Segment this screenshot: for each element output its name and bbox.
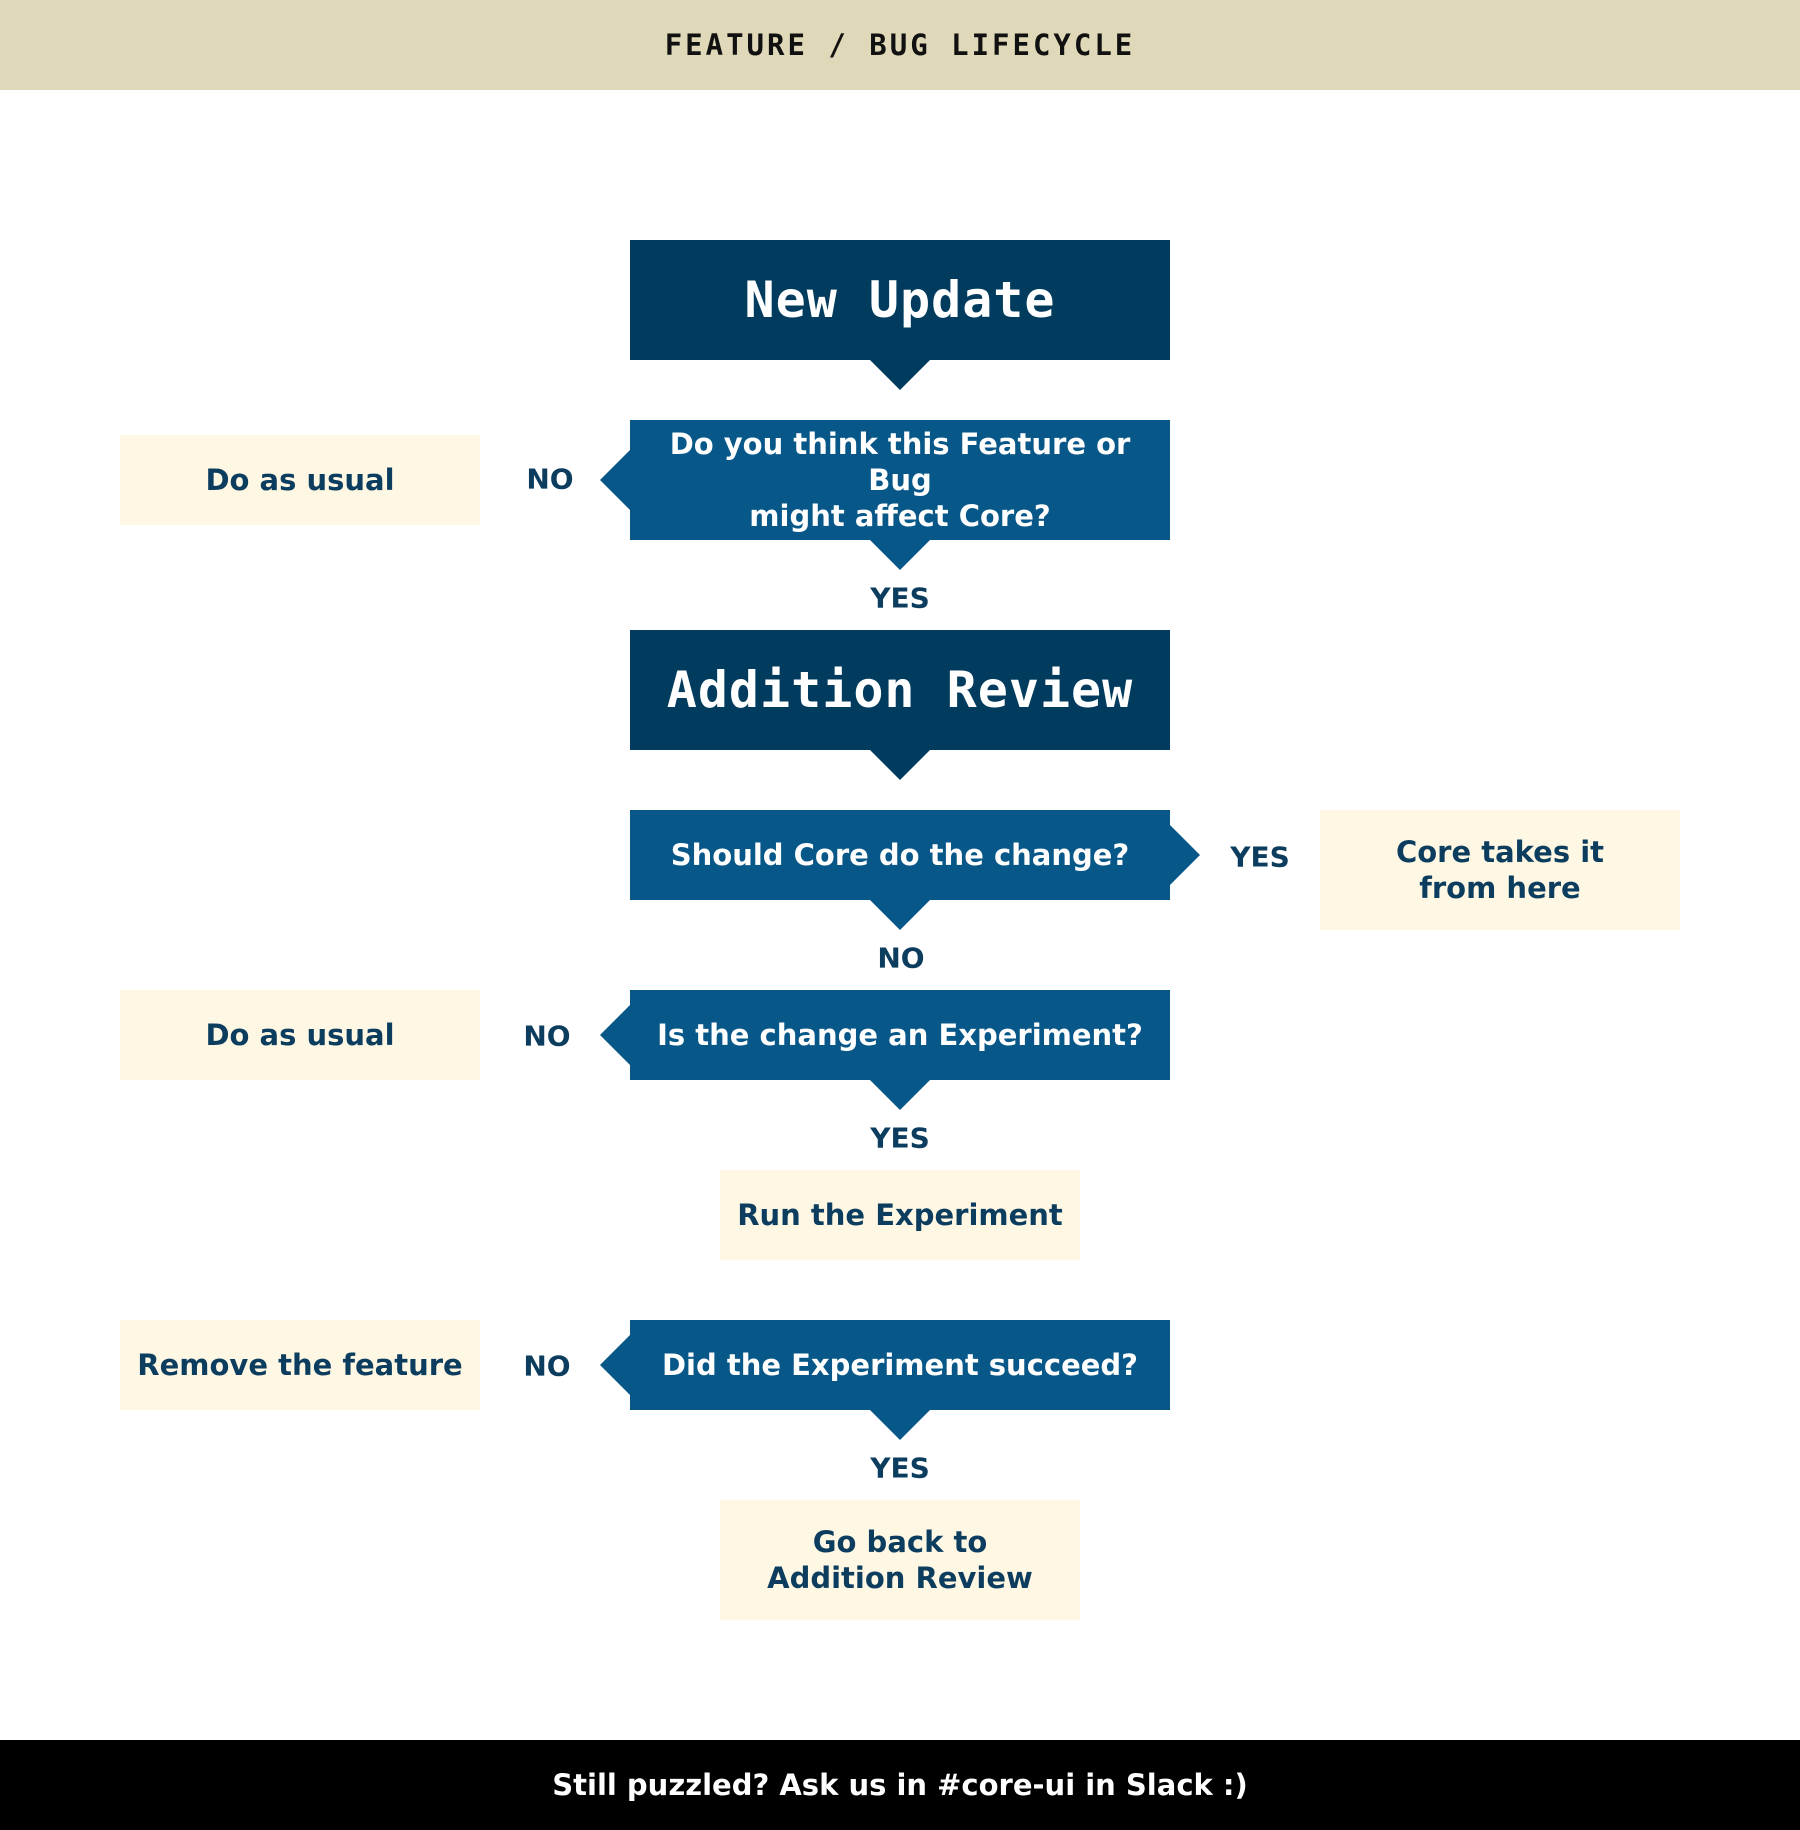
go-back-box: Go back to Addition Review — [720, 1500, 1080, 1620]
addition-review-arrow-icon — [870, 750, 930, 780]
decision-succeed-yes-arrow-icon — [870, 1410, 930, 1440]
decision-experiment-yes-arrow-icon — [870, 1080, 930, 1110]
addition-review-label: Addition Review — [666, 661, 1134, 719]
decision-core-change-no-arrow-icon — [870, 900, 930, 930]
page-title: FEATURE / BUG LIFECYCLE — [664, 28, 1136, 62]
label-no-succeed: NO — [523, 1349, 571, 1383]
label-no-experiment: NO — [523, 1019, 571, 1053]
do-as-usual-box-1: Do as usual — [120, 435, 480, 525]
label-yes-affect-core: YES — [870, 581, 930, 615]
do-as-usual-label-1: Do as usual — [205, 463, 395, 497]
decision-affect-core: Do you think this Feature or Bug might a… — [630, 420, 1170, 540]
remove-feature-label: Remove the feature — [137, 1348, 463, 1382]
decision-experiment: Is the change an Experiment? — [630, 990, 1170, 1080]
new-update-arrow-icon — [870, 360, 930, 390]
decision-experiment-label: Is the change an Experiment? — [657, 1018, 1143, 1052]
header-bar: FEATURE / BUG LIFECYCLE — [0, 0, 1800, 90]
label-no-affect-core: NO — [526, 462, 574, 496]
decision-affect-core-no-arrow-icon — [600, 450, 630, 510]
do-as-usual-box-2: Do as usual — [120, 990, 480, 1080]
go-back-label: Go back to Addition Review — [767, 1525, 1033, 1595]
label-yes-experiment: YES — [870, 1121, 930, 1155]
decision-core-change: Should Core do the change? — [630, 810, 1170, 900]
run-experiment-box: Run the Experiment — [720, 1170, 1080, 1260]
decision-core-change-label: Should Core do the change? — [670, 838, 1130, 872]
decision-affect-core-label: Do you think this Feature or Bug might a… — [669, 427, 1131, 533]
decision-succeed-label: Did the Experiment succeed? — [661, 1348, 1139, 1382]
core-takes-it-label: Core takes it from here — [1395, 835, 1605, 905]
run-experiment-label: Run the Experiment — [737, 1198, 1063, 1232]
addition-review-box: Addition Review — [630, 630, 1170, 750]
remove-feature-box: Remove the feature — [120, 1320, 480, 1410]
footer-bar: Still puzzled? Ask us in #core-ui in Sla… — [0, 1740, 1800, 1830]
new-update-box: New Update — [630, 240, 1170, 360]
decision-affect-core-yes-arrow-icon — [870, 540, 930, 570]
core-takes-it-box: Core takes it from here — [1320, 810, 1680, 930]
decision-succeed: Did the Experiment succeed? — [630, 1320, 1170, 1410]
new-update-label: New Update — [744, 271, 1056, 329]
label-yes-succeed: YES — [870, 1451, 930, 1485]
footer-help-text: Still puzzled? Ask us in #core-ui in Sla… — [552, 1768, 1248, 1802]
do-as-usual-label-2: Do as usual — [205, 1018, 395, 1052]
decision-experiment-no-arrow-icon — [600, 1005, 630, 1065]
decision-succeed-no-arrow-icon — [600, 1335, 630, 1395]
decision-core-change-yes-arrow-icon — [1170, 825, 1200, 885]
label-yes-core-change: YES — [1230, 840, 1290, 874]
label-no-core-change: NO — [877, 941, 925, 975]
